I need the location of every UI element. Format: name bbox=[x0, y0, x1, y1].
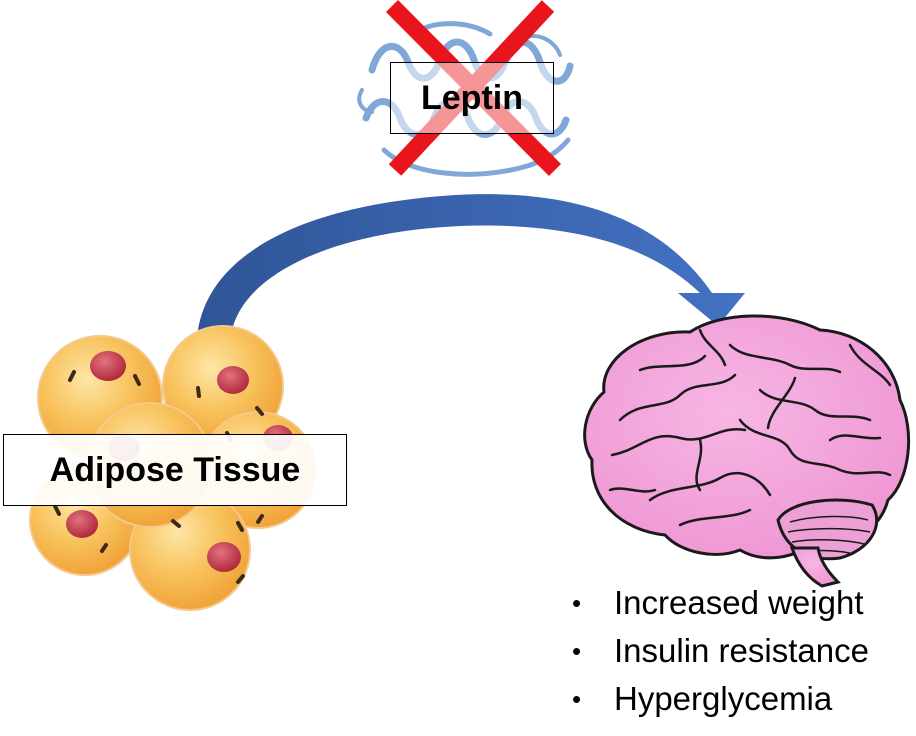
bullet-icon: • bbox=[572, 588, 582, 618]
brain-icon bbox=[583, 314, 911, 588]
list-item: • Increased weight bbox=[572, 579, 869, 627]
bullet-icon: • bbox=[572, 636, 582, 666]
effect-text: Insulin resistance bbox=[614, 632, 869, 669]
signal-arrow bbox=[198, 194, 745, 330]
leptin-label: Leptin bbox=[390, 62, 554, 134]
list-item: • Insulin resistance bbox=[572, 627, 869, 675]
bullet-icon: • bbox=[572, 684, 582, 714]
adipose-tissue-label: Adipose Tissue bbox=[3, 434, 347, 506]
list-item: • Hyperglycemia bbox=[572, 675, 869, 723]
effect-text: Increased weight bbox=[614, 584, 864, 621]
effect-text: Hyperglycemia bbox=[614, 680, 833, 717]
effects-list: • Increased weight • Insulin resistance … bbox=[572, 579, 869, 723]
adipose-tissue-label-text: Adipose Tissue bbox=[49, 450, 301, 489]
leptin-label-text: Leptin bbox=[421, 78, 523, 117]
